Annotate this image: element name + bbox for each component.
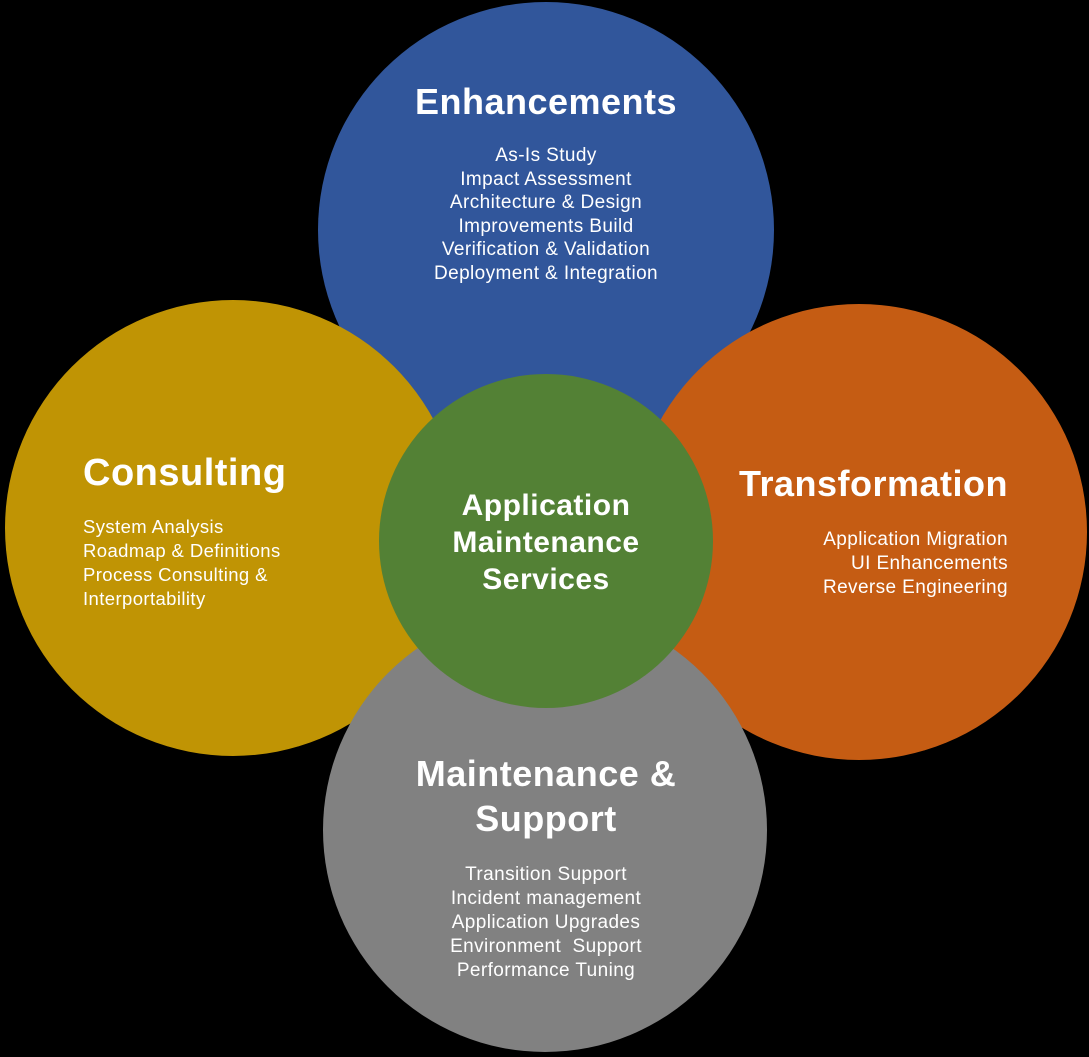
maintenance-support-item: Performance Tuning [456, 960, 636, 981]
transformation-textblock: Transformation Application Migration UI E… [678, 462, 1008, 600]
transformation-title: Transformation [738, 463, 1008, 504]
maintenance-support-item: Environment Support [450, 936, 642, 957]
enhancements-item: Improvements Build [458, 215, 634, 237]
consulting-item: Interportability [83, 588, 206, 609]
consulting-title: Consulting [83, 452, 287, 494]
maintenance-support-title-line: Support [475, 798, 617, 839]
enhancements-item: Architecture & Design [449, 192, 643, 213]
enhancements-item: Impact Assessment [460, 168, 632, 190]
consulting-item: System Analysis [83, 516, 224, 537]
center-title-line: Services [482, 563, 610, 596]
transformation-item: Reverse Engineering [822, 577, 1008, 598]
transformation-item: Application Migration [823, 529, 1008, 550]
enhancements-title: Enhancements [414, 81, 678, 122]
center-title-line: Maintenance [452, 526, 640, 559]
center-circle [379, 374, 713, 708]
consulting-item: Process Consulting & [83, 564, 268, 585]
maintenance-support-item: Incident management [450, 888, 642, 909]
enhancements-item: Verification & Validation [441, 239, 651, 260]
transformation-item: UI Enhancements [850, 553, 1008, 574]
enhancements-item: Deployment & Integration [434, 262, 658, 284]
maintenance-support-item: Transition Support [465, 864, 627, 885]
center-title-line: Application [461, 489, 631, 522]
maintenance-support-title: Maintenance &Support [318, 751, 774, 841]
enhancements-item: As-Is Study [495, 145, 597, 166]
maintenance-support-title-line: Maintenance & [415, 753, 677, 794]
maintenance-support-item: Application Upgrades [451, 912, 641, 933]
consulting-item: Roadmap & Definitions [83, 540, 281, 561]
